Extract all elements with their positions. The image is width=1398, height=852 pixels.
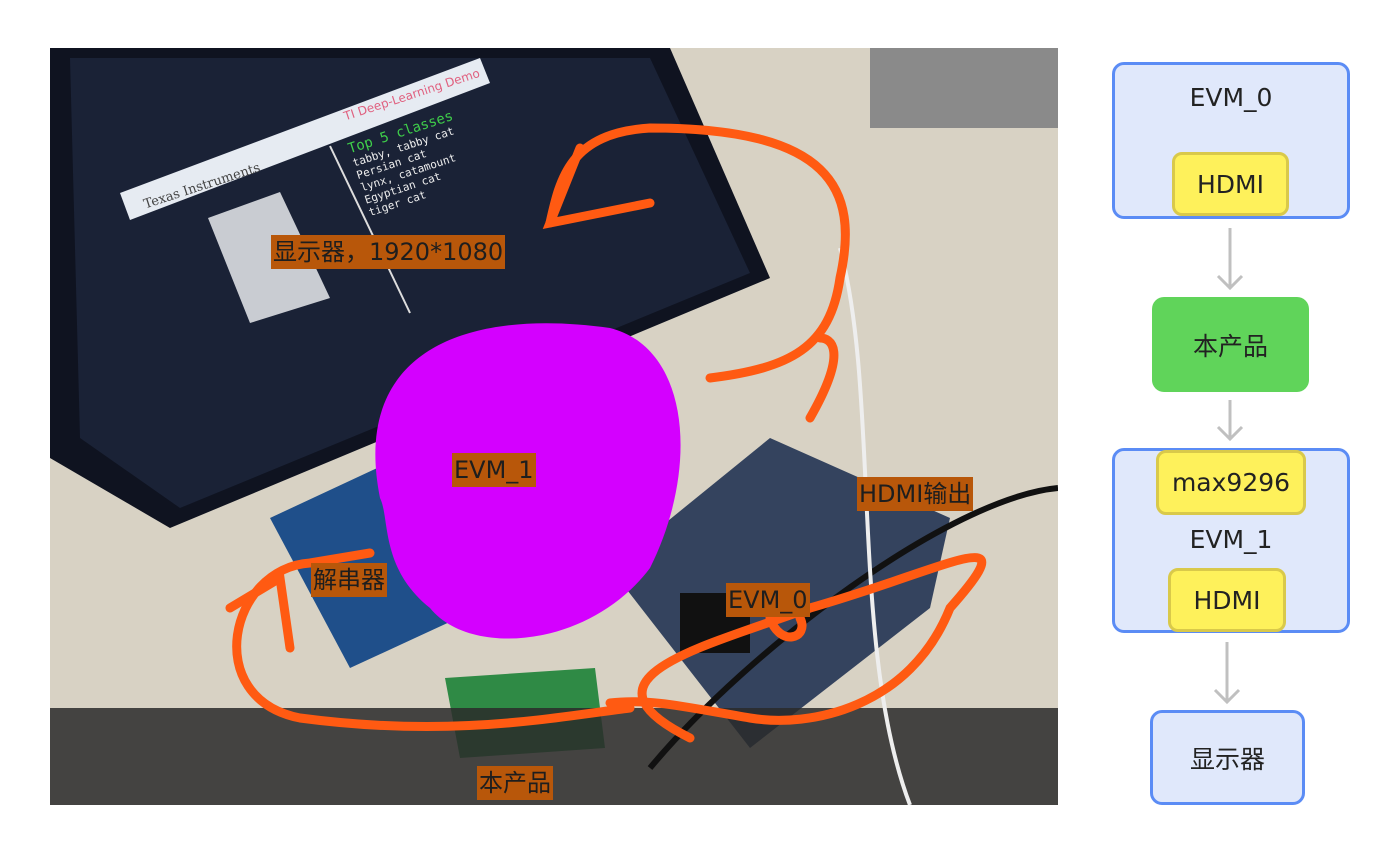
screen-header <box>120 58 490 220</box>
evm1-hdmi-port: HDMI <box>1168 568 1286 632</box>
keyboard <box>50 708 1058 805</box>
label-monitor: 显示器，1920*1080 <box>271 235 506 269</box>
label-hdmi-out: HDMI输出 <box>857 477 974 511</box>
flow-strokes <box>225 123 987 743</box>
label-evm1: EVM_1 <box>452 453 536 487</box>
evm1-title: EVM_1 <box>1189 525 1273 554</box>
arrow-down-icon <box>1216 228 1244 291</box>
evm0-title: EVM_0 <box>1189 83 1273 112</box>
label-evm0: EVM_0 <box>726 583 810 617</box>
display-node: 显示器 <box>1150 710 1305 805</box>
product-node: 本产品 <box>1152 297 1309 392</box>
label-product: 本产品 <box>477 766 553 800</box>
photo-scene <box>50 48 1058 805</box>
setup-photo: TI Deep-Learning Demo Texas Instruments … <box>50 48 1058 805</box>
evm0-hdmi-port: HDMI <box>1172 152 1289 216</box>
label-deserializer: 解串器 <box>311 563 387 597</box>
arrow-down-icon <box>1213 642 1241 705</box>
cat-image <box>208 192 330 323</box>
arrow-down-icon <box>1216 400 1244 442</box>
max9296-chip: max9296 <box>1156 450 1306 515</box>
